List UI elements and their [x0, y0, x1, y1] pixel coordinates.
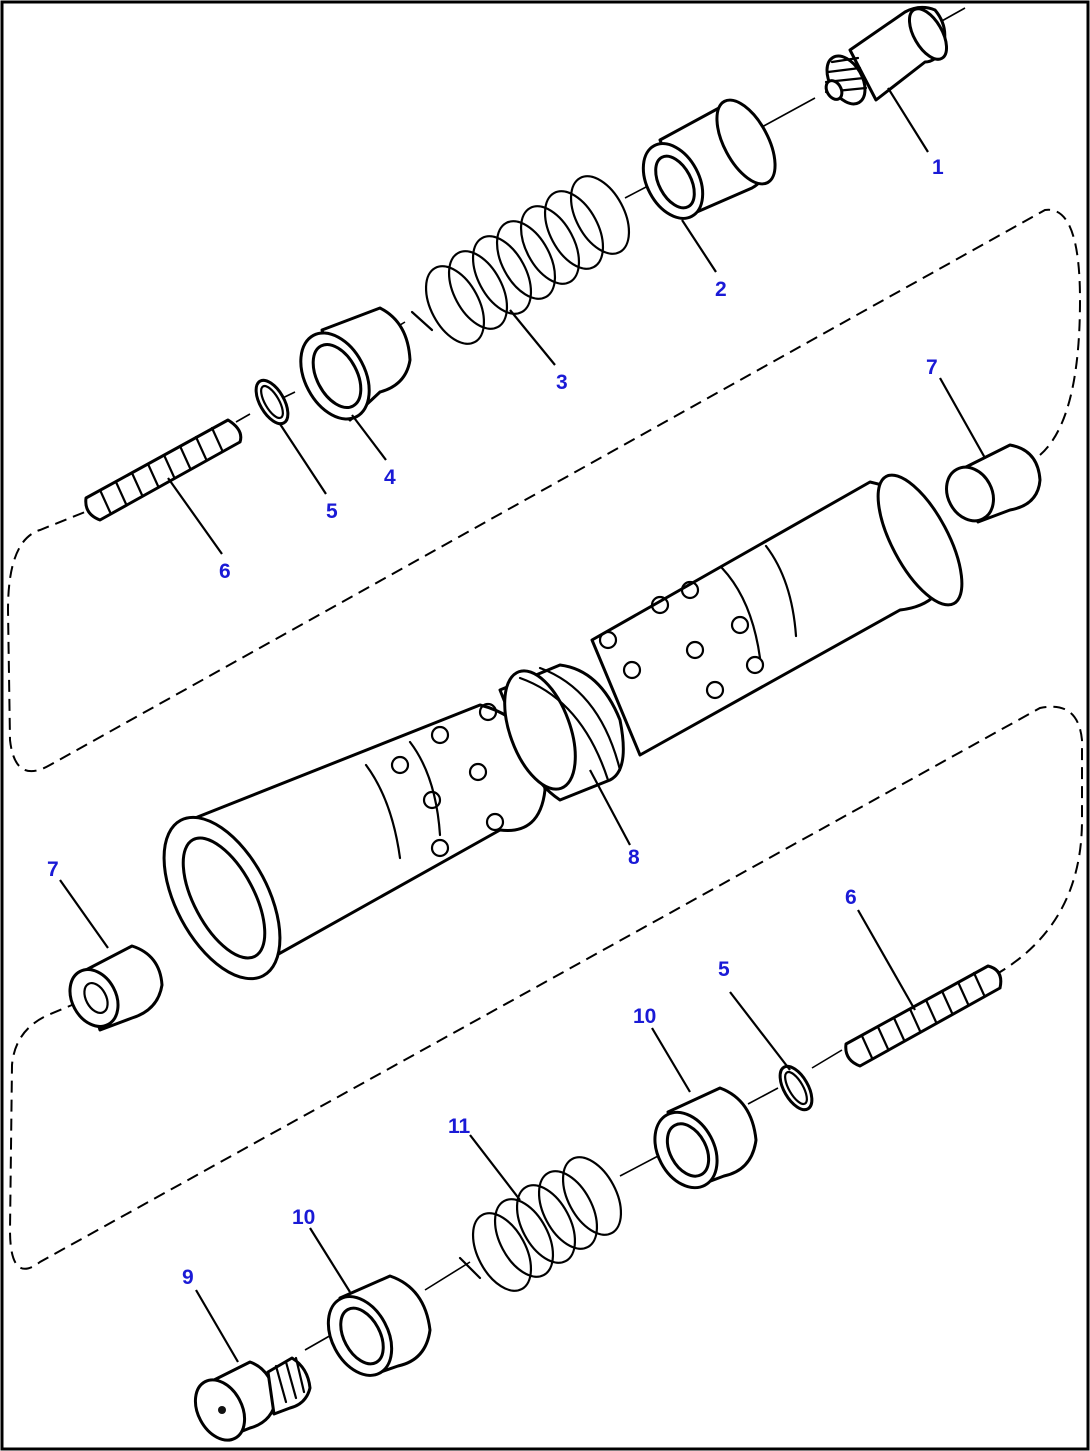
- hex-socket-icon: [218, 1406, 226, 1414]
- lower-phantom-loop: [8, 705, 1083, 1270]
- part-5-ring-upper: [254, 378, 290, 426]
- part-11-spring: [458, 1156, 623, 1292]
- callout-6-upper: 6: [219, 560, 231, 583]
- part-8-valve-body: [162, 473, 964, 981]
- part-10-cup-upper: [653, 1086, 758, 1190]
- part-6-spring-lower: [844, 964, 1003, 1068]
- part-2-sleeve: [641, 98, 777, 220]
- leader-lines: [59, 87, 986, 1363]
- callout-9: 9: [182, 1266, 194, 1289]
- part-4-cup: [299, 306, 412, 422]
- callout-10-upper: 10: [633, 1005, 656, 1028]
- part-7-cap-lower: [68, 944, 164, 1032]
- callout-11: 11: [448, 1115, 471, 1138]
- part-3-spring: [410, 175, 631, 345]
- part-10-cup-lower: [326, 1274, 432, 1377]
- callout-7-upper: 7: [926, 356, 938, 379]
- part-1-plug: [824, 5, 949, 106]
- callout-numbers: 1 2 3 4 5 6 7 8 7 6 5 10 11 10 9: [47, 156, 944, 1289]
- callout-1: 1: [932, 156, 944, 179]
- part-9-plug: [193, 1356, 312, 1442]
- callout-7-lower: 7: [47, 858, 59, 881]
- callout-6-lower: 6: [845, 886, 857, 909]
- valve-body-ports: [390, 580, 765, 858]
- callout-5-upper: 5: [326, 500, 338, 523]
- callout-3: 3: [556, 371, 568, 394]
- callout-8: 8: [628, 846, 640, 869]
- lower-axis-lines: [304, 1049, 843, 1351]
- part-5-ring-lower: [778, 1064, 814, 1112]
- callout-10-lower: 10: [292, 1206, 315, 1229]
- callout-4: 4: [384, 466, 396, 489]
- callout-2: 2: [715, 278, 727, 301]
- part-7-cap-upper: [945, 443, 1042, 524]
- callout-5-lower: 5: [718, 958, 730, 981]
- upper-phantom-loop: [6, 208, 1082, 773]
- part-6-spring-upper: [84, 418, 243, 522]
